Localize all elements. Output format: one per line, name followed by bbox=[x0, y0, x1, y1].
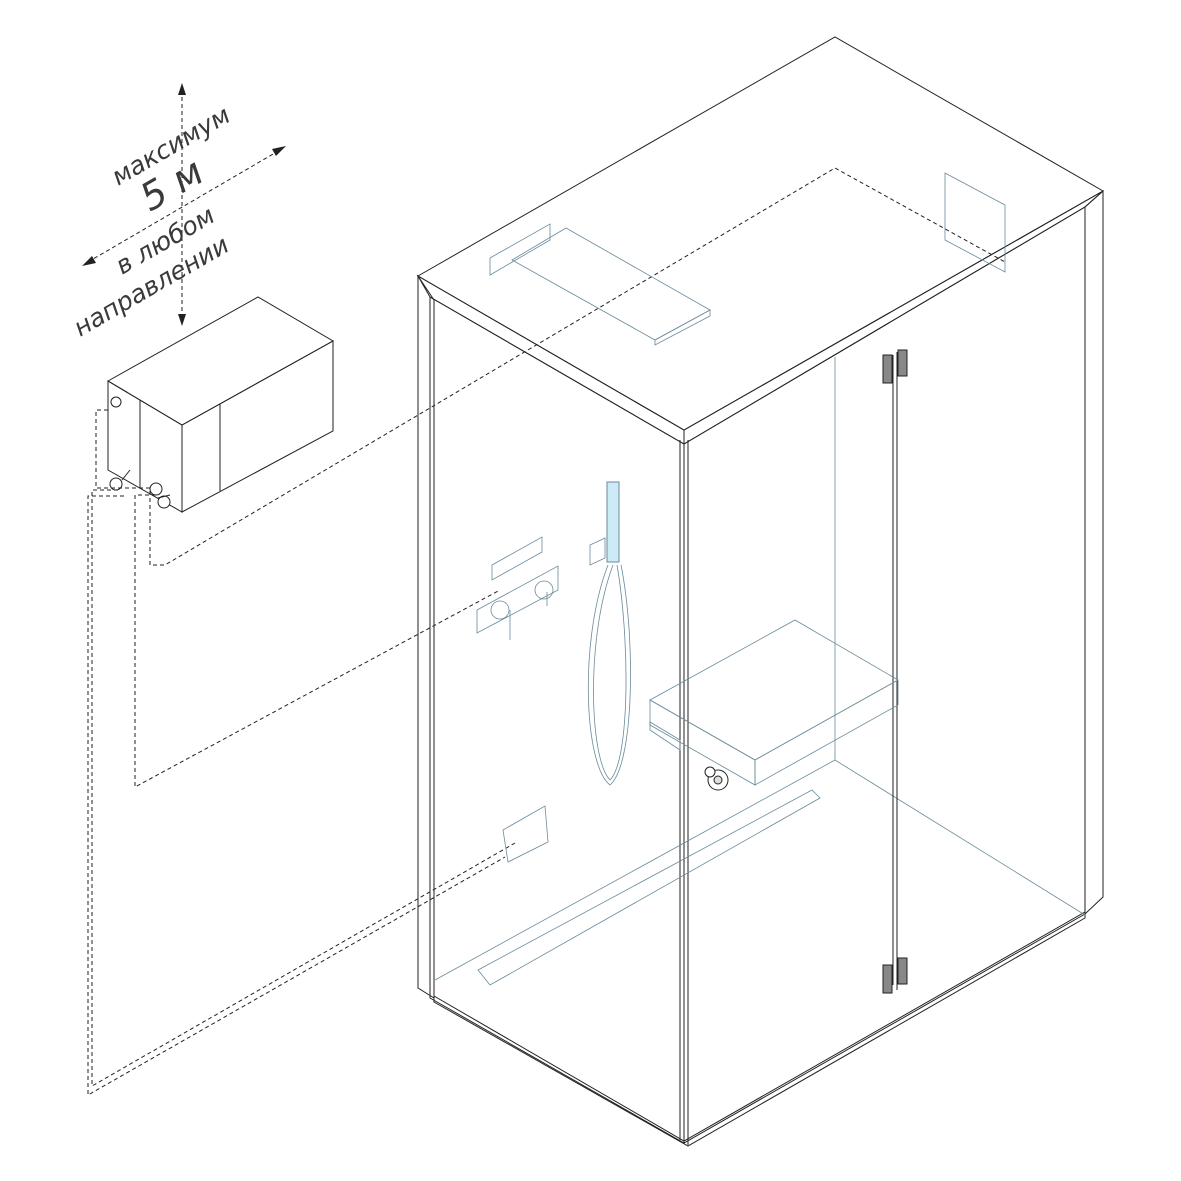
generator-side bbox=[181, 340, 334, 513]
arrow-head-up bbox=[178, 83, 186, 95]
cabin-bottom-frame bbox=[433, 911, 1086, 1147]
hand-shower bbox=[587, 481, 631, 786]
line-to-ceiling bbox=[95, 167, 1006, 566]
cabin-right-frame bbox=[1084, 189, 1104, 916]
rain-shower-head bbox=[489, 223, 711, 346]
hinge-top bbox=[882, 354, 893, 384]
distance-annotation: максимум 5 м в любом направлении bbox=[69, 83, 286, 342]
cabin-roof bbox=[416, 36, 1105, 431]
bench bbox=[649, 619, 899, 786]
arrow-head-left bbox=[82, 256, 96, 266]
control-panel bbox=[491, 536, 543, 581]
cabin-left-frame bbox=[417, 274, 435, 999]
line-to-drain bbox=[87, 495, 506, 1096]
ceiling-speaker bbox=[944, 172, 1006, 273]
front-glass-panel bbox=[683, 206, 1086, 1144]
shower-cabin bbox=[416, 36, 1105, 1147]
connector-mid bbox=[149, 482, 163, 496]
steam-outlet bbox=[502, 805, 549, 863]
mixer-control bbox=[476, 565, 559, 640]
steam-generator bbox=[106, 296, 335, 513]
connection-lines bbox=[87, 167, 1006, 1096]
arrow-head-right bbox=[272, 146, 286, 156]
roof-front-edge bbox=[416, 274, 685, 445]
connector-top bbox=[110, 396, 122, 408]
arrow-head-down bbox=[178, 314, 186, 326]
diagonal-arrow-line bbox=[87, 149, 281, 263]
line-to-steam-outlet bbox=[91, 489, 516, 1087]
hinge-bottom bbox=[882, 964, 893, 994]
line-to-mixer bbox=[134, 494, 501, 788]
linear-drain bbox=[477, 789, 821, 986]
roof-right-edge bbox=[683, 190, 1104, 445]
